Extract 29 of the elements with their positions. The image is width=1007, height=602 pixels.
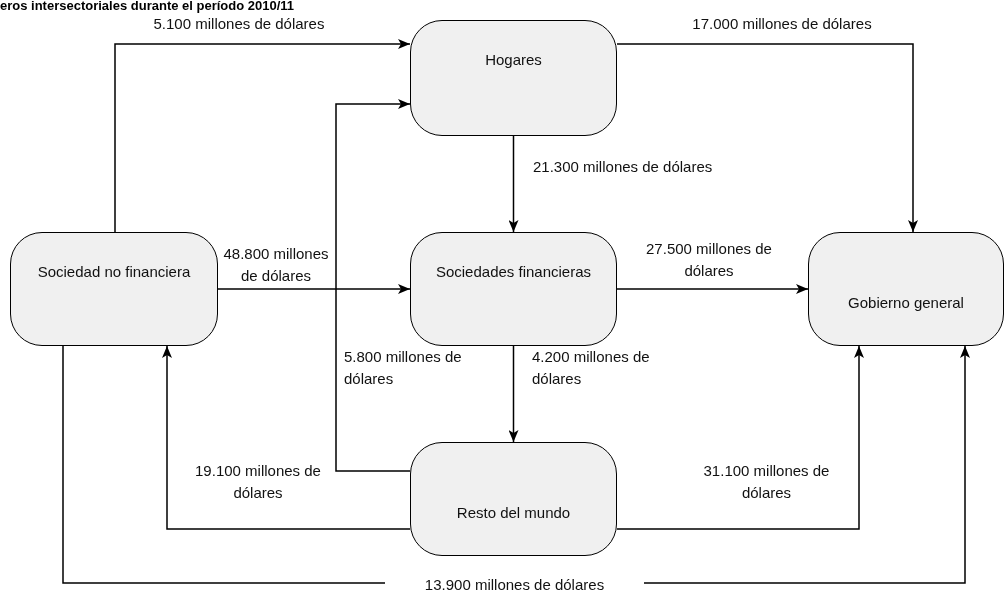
arrow — [616, 345, 864, 530]
rounded-box — [808, 232, 1004, 346]
arrow — [508, 345, 519, 443]
node-label: Hogares — [485, 50, 542, 70]
arrow — [616, 284, 809, 294]
edge-label: 5.100 millones de dólares — [152, 14, 326, 34]
arrow — [508, 135, 519, 233]
arrow — [114, 39, 411, 233]
node-label: Resto del mundo — [456, 503, 571, 524]
node-label: Sociedad no financiera — [37, 262, 191, 282]
edge-label: 17.000 millones de dólares — [691, 14, 873, 34]
node-label: Sociedades financieras — [435, 262, 592, 282]
rounded-box — [410, 20, 617, 136]
node-label: Gobierno general — [848, 293, 964, 314]
arrow — [162, 345, 411, 530]
rounded-box — [410, 232, 617, 346]
arrow — [217, 284, 411, 294]
rounded-box — [410, 442, 617, 556]
edge-label: 48.800 millones de dólares — [222, 244, 330, 286]
diagram-title: eros intersectoriales durante el período 2010/11 — [0, 0, 295, 13]
rounded-box — [10, 232, 218, 346]
arrow — [335, 99, 411, 472]
edge-label: 21.300 millones de dólares — [532, 157, 714, 177]
edge-label: 27.500 millones de dólares — [645, 239, 773, 281]
edge-label: 31.100 millones de dólares — [702, 461, 831, 503]
arrow — [616, 43, 918, 233]
edge-label: 19.100 millones de dólares — [194, 461, 322, 503]
edge-label: 5.800 millones de dólares — [343, 347, 463, 389]
edge-label: 4.200 millones de dólares — [531, 347, 651, 389]
